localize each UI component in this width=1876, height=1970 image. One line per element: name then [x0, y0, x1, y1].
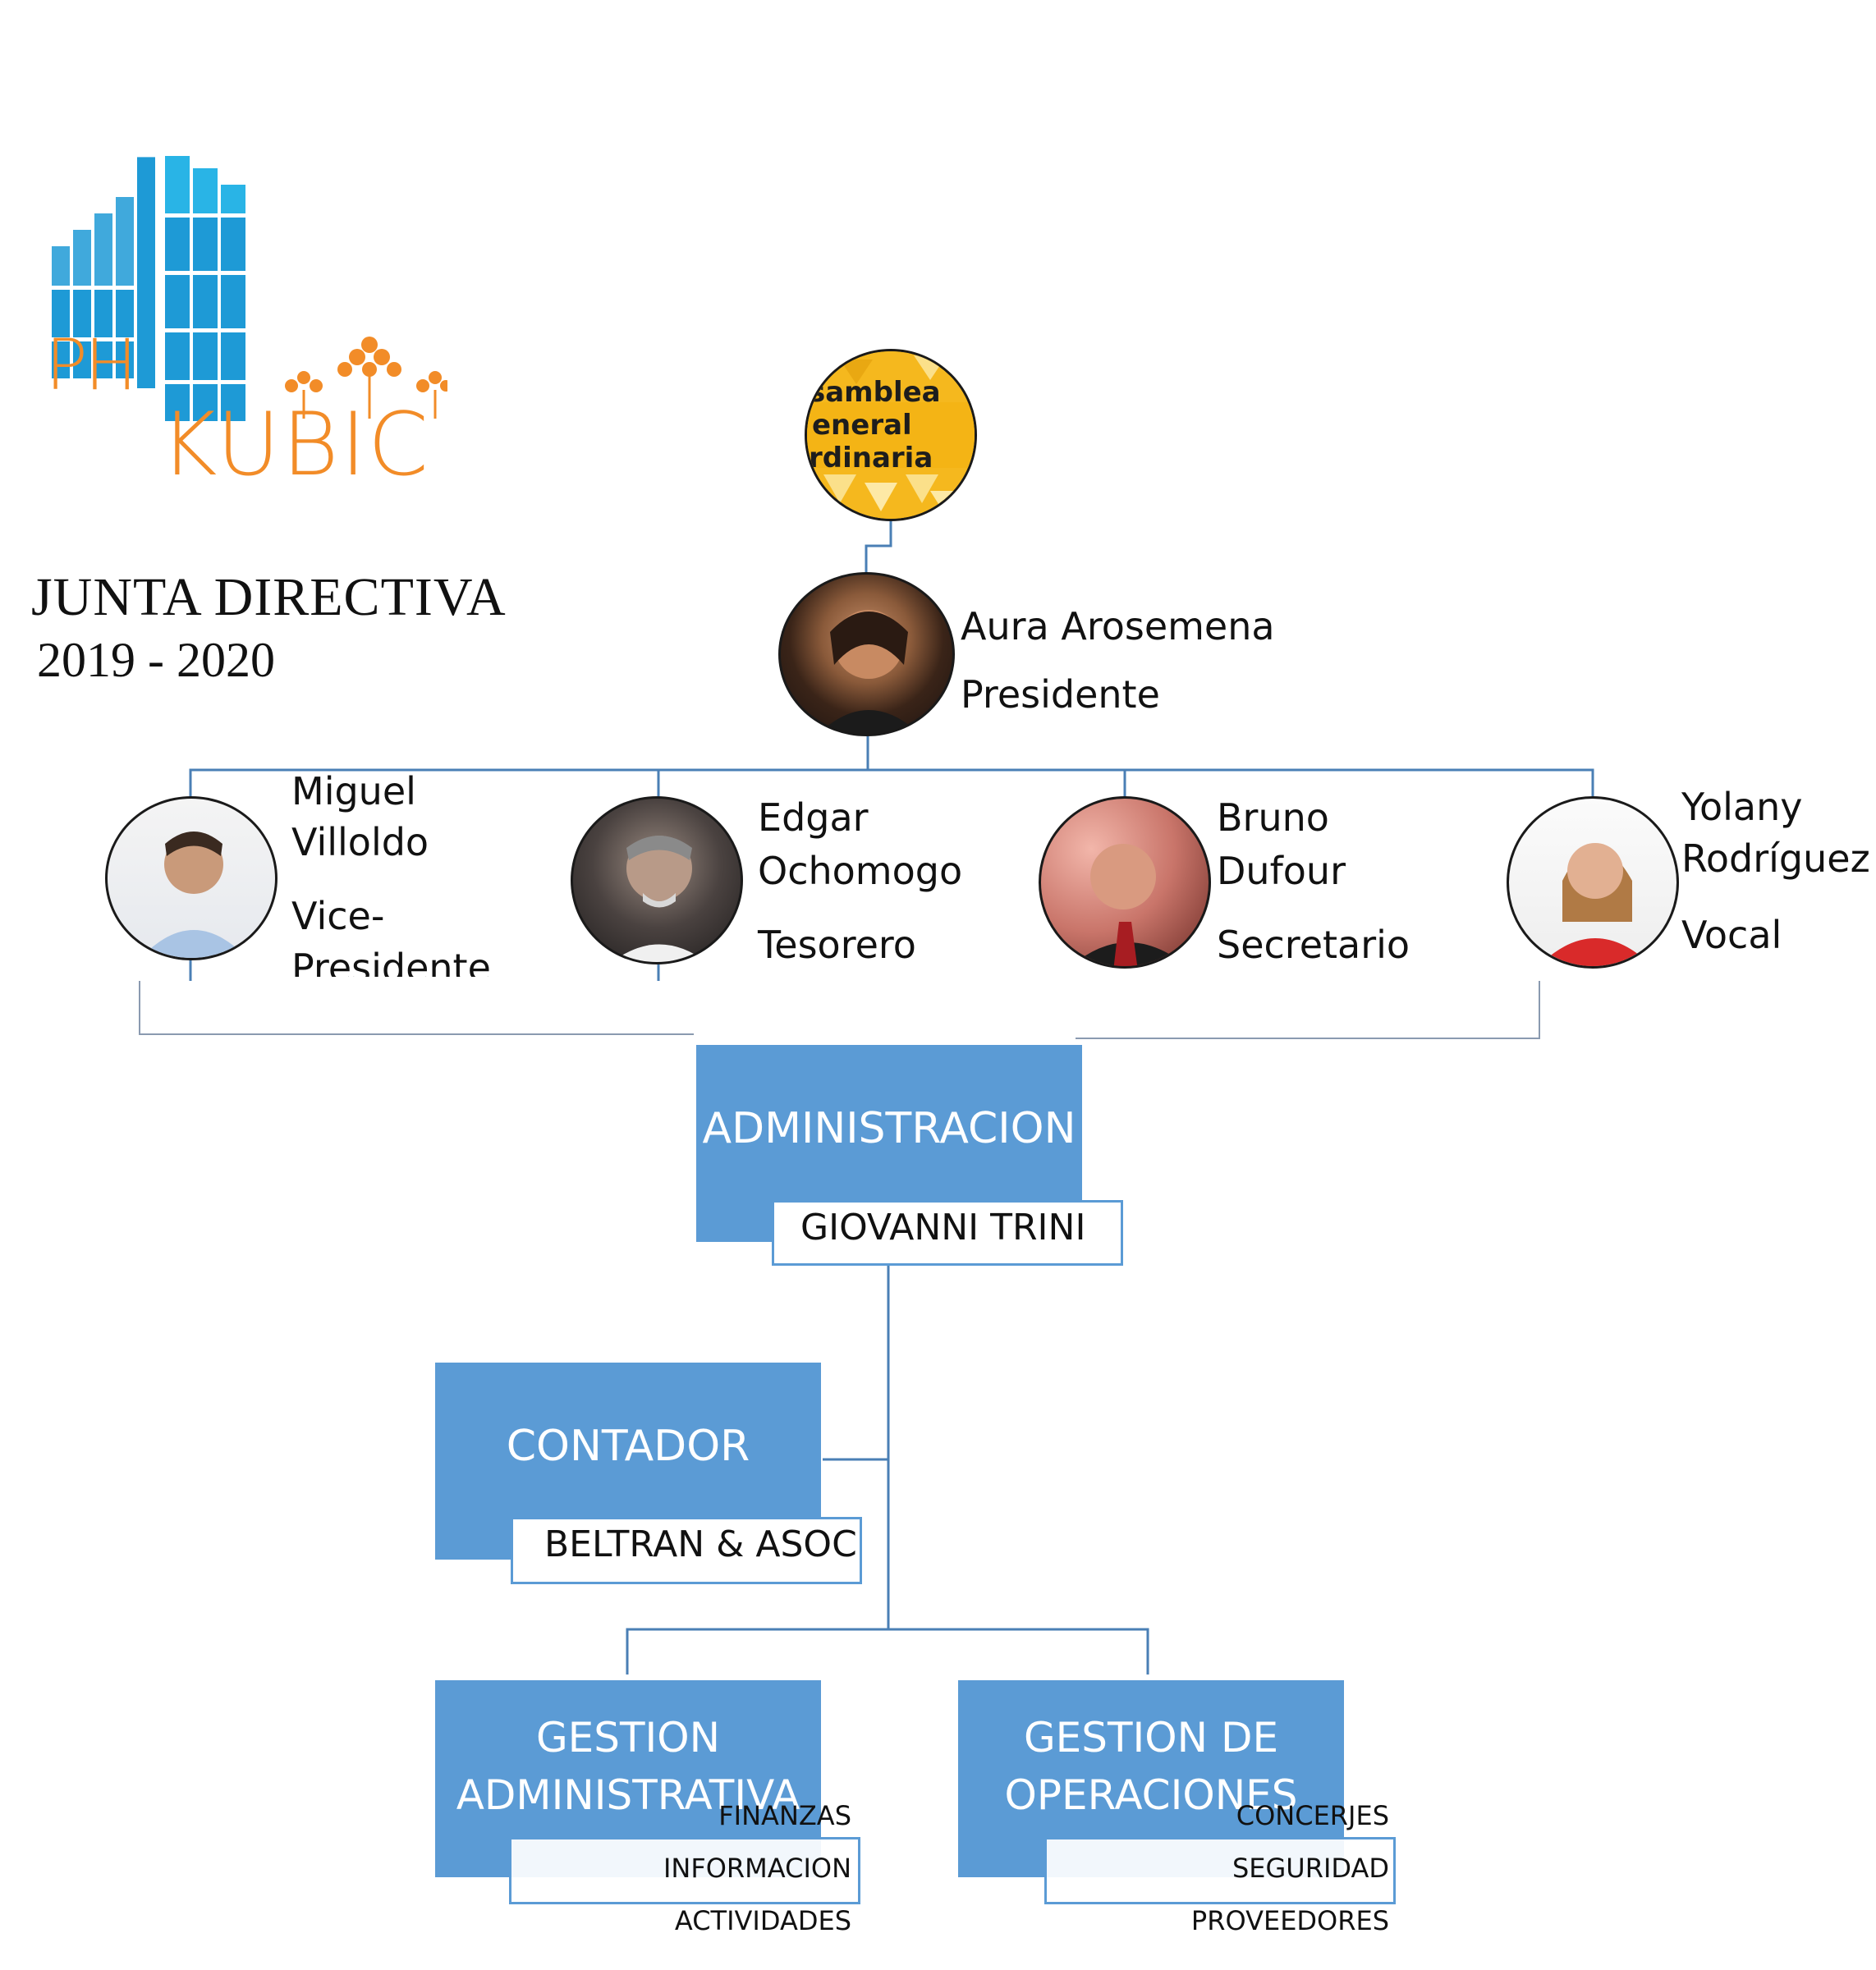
gestion-administrativa-tag [509, 1837, 860, 1904]
gestion-operaciones-tag [1044, 1837, 1396, 1904]
avatar-vocal [1507, 796, 1679, 969]
president-name: Aura Arosemena [961, 604, 1275, 648]
avatar-president [778, 572, 955, 736]
gestion-operaciones-item-2: SEGURIDAD [1232, 1853, 1389, 1884]
gestion-administrativa-line1: GESTION [535, 1714, 721, 1762]
member-1-role-line2: Presidente [291, 946, 491, 977]
gestion-administrativa-line2: ADMINISTRATIVA [456, 1771, 800, 1819]
member-2-name-line1: Edgar [758, 795, 869, 840]
administracion-person-text: GIOVANNI TRINI [800, 1207, 1086, 1248]
assembly-line-3: rdinaria [809, 442, 933, 474]
person-silhouette-icon [140, 832, 247, 958]
triangle-pattern-icon [807, 351, 975, 519]
contador-person-text: BELTRAN & ASOC [544, 1523, 857, 1565]
gestion-administrativa-item-1: FINANZAS [718, 1800, 851, 1831]
assembly-line-2: eneral [812, 409, 912, 442]
logo-ph-text: PH [45, 324, 138, 406]
gestion-administrativa-item-3: ACTIVIDADES [674, 1905, 851, 1936]
page-title: JUNTA DIRECTIVA [31, 567, 507, 627]
administracion-person: GIOVANNI TRINI [772, 1200, 1123, 1266]
logo: PH KUBIC [45, 152, 452, 505]
avatar-vice-president [105, 796, 278, 960]
gestion-operaciones-item-1: CONCERJES [1236, 1800, 1389, 1831]
person-silhouette-icon [612, 836, 707, 962]
member-3-name-line2: Dufour [1217, 849, 1346, 893]
logo-kubic-text: KUBIC [160, 394, 430, 495]
person-silhouette-icon [1071, 844, 1187, 966]
member-1-role-line1: Vice- [291, 894, 385, 938]
president-role: Presidente [961, 672, 1160, 717]
person-silhouette-icon [819, 610, 920, 734]
administracion-label: ADMINISTRACION [702, 1104, 1076, 1153]
assembly-line-1: samblea [809, 376, 941, 409]
member-1-name-line1: Miguel [291, 769, 416, 813]
gestion-operaciones-item-3: PROVEEDORES [1190, 1905, 1389, 1936]
gestion-administrativa-item-2: INFORMACION [663, 1853, 851, 1884]
member-4-role-line1: Vocal [1681, 913, 1782, 957]
gestion-operaciones-line2: OPERACIONES [1004, 1771, 1298, 1819]
member-2-role-line1: Tesorero [758, 923, 916, 967]
person-silhouette-icon [1539, 843, 1652, 966]
gestion-operaciones-line1: GESTION DE [1023, 1714, 1279, 1762]
page-years: 2019 - 2020 [37, 633, 275, 687]
member-1-name-line2: Villoldo [291, 820, 429, 864]
contador-label: CONTADOR [506, 1422, 750, 1471]
member-2-name-line2: Ochomogo [758, 849, 963, 893]
member-4-name-line2: Rodríguez [1681, 836, 1870, 881]
avatar-treasurer [571, 796, 743, 964]
assembly-badge: samblea eneral rdinaria [805, 349, 977, 521]
member-4-name-line1: Yolany [1681, 785, 1803, 829]
member-3-role-line1: Secretario [1217, 923, 1410, 967]
building-logo-icon [52, 156, 452, 421]
avatar-secretary [1039, 796, 1211, 969]
member-3-name-line1: Bruno [1217, 795, 1329, 840]
contador-person: BELTRAN & ASOC [511, 1517, 862, 1584]
